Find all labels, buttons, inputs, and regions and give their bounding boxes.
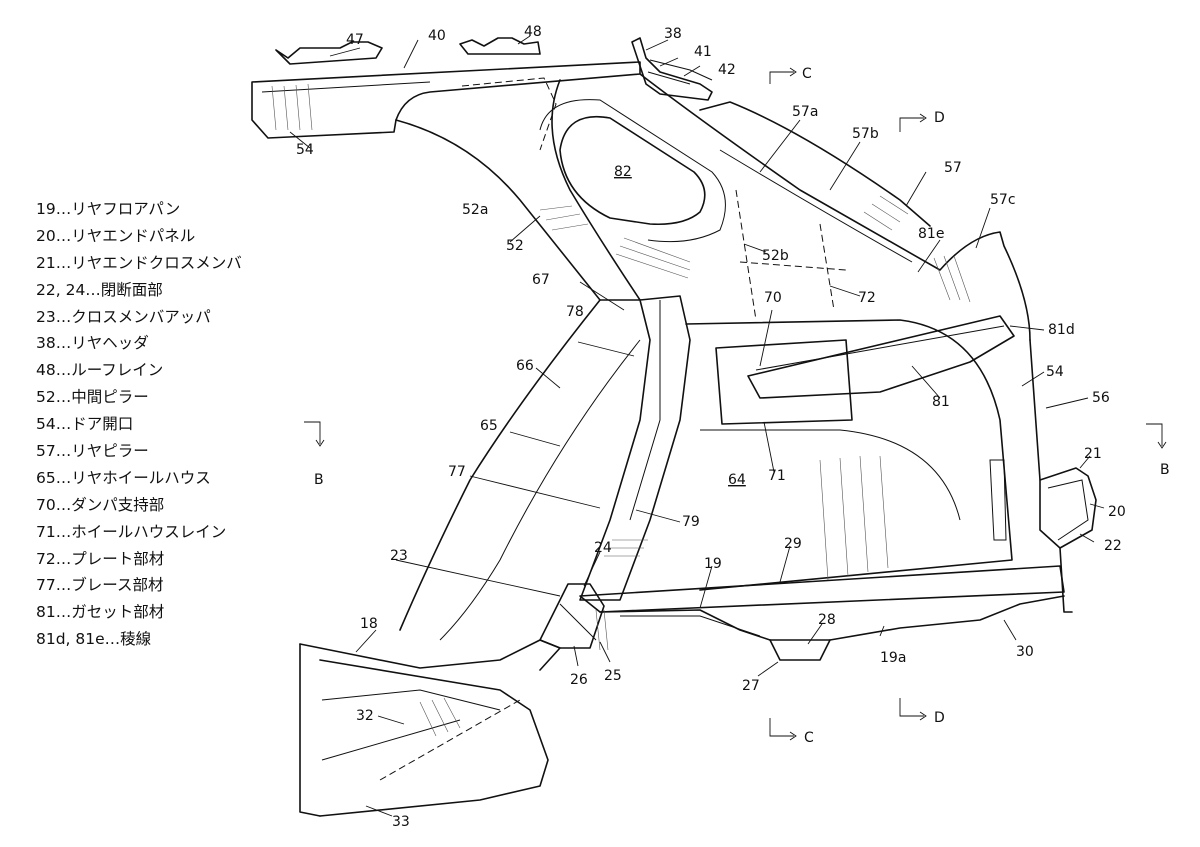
label-81: 81	[932, 394, 950, 410]
label-33: 33	[392, 814, 410, 830]
label-20: 20	[1108, 504, 1126, 520]
label-29: 29	[784, 536, 802, 552]
label-56: 56	[1092, 390, 1110, 406]
label-81d: 81d	[1048, 322, 1075, 338]
label-72: 72	[858, 290, 876, 306]
legend-item: 72…プレート部材	[36, 549, 165, 568]
label-57a: 57a	[792, 104, 818, 120]
label-57: 57	[944, 160, 962, 176]
rear-wheel-arch	[399, 299, 641, 641]
section-mark-d-bottom: D	[934, 710, 945, 726]
label-19: 19	[704, 556, 722, 572]
legend-item: 65…リヤホイールハウス	[36, 468, 211, 487]
label-22: 22	[1104, 538, 1122, 554]
pillar-opening	[539, 99, 726, 279]
label-71: 71	[768, 468, 786, 484]
legend-item: 38…リヤヘッダ	[36, 334, 149, 353]
legend-item: 20…リヤエンドパネル	[36, 226, 196, 245]
label-79: 79	[682, 514, 700, 530]
label-54-right: 54	[1046, 364, 1064, 380]
wheel-house	[685, 319, 1013, 591]
label-52b: 52b	[762, 248, 789, 264]
brace-member	[579, 295, 691, 601]
label-65: 65	[480, 418, 498, 434]
label-48: 48	[524, 24, 542, 40]
label-26: 26	[570, 672, 588, 688]
legend: 19…リヤフロアパン 20…リヤエンドパネル 21…リヤエンドクロスメンバ 22…	[36, 196, 242, 653]
label-78: 78	[566, 304, 584, 320]
section-marks	[304, 67, 1167, 741]
label-57c: 57c	[990, 192, 1016, 208]
roof-side-rail	[251, 61, 641, 139]
legend-item: 81d, 81e…稜線	[36, 630, 152, 649]
label-18: 18	[360, 616, 378, 632]
legend-item: 81…ガセット部材	[36, 603, 165, 622]
label-64: 64	[728, 472, 746, 488]
legend-item: 57…リヤピラー	[36, 442, 149, 461]
roof-reinforcement-47	[275, 41, 383, 65]
plate-member	[735, 189, 847, 321]
label-19a: 19a	[880, 650, 906, 666]
rear-header	[631, 37, 713, 101]
roof-reinforcement-48	[459, 37, 541, 55]
part-labels: 47 40 48 38 41 42 C D 57a 54 57b 82 57 5…	[296, 24, 1170, 830]
section-mark-b-right: B	[1160, 462, 1170, 478]
label-25: 25	[604, 668, 622, 684]
label-41: 41	[694, 44, 712, 60]
label-21: 21	[1084, 446, 1102, 462]
rear-pillar	[639, 73, 1031, 341]
label-81e: 81e	[918, 226, 944, 242]
intermediate-pillar	[395, 77, 641, 301]
label-67: 67	[532, 272, 550, 288]
legend-item: 71…ホイールハウスレイン	[36, 522, 227, 541]
label-40: 40	[428, 28, 446, 44]
rear-floor-pan	[579, 565, 1065, 641]
label-52a: 52a	[462, 202, 488, 218]
label-54-top: 54	[296, 142, 314, 158]
label-82: 82	[614, 164, 632, 180]
legend-item: 70…ダンパ支持部	[36, 495, 165, 514]
label-23: 23	[390, 548, 408, 564]
section-mark-b-left: B	[314, 472, 324, 488]
spare-tire-well	[769, 639, 831, 661]
label-47: 47	[346, 32, 364, 48]
legend-item: 77…ブレース部材	[36, 576, 164, 595]
label-77: 77	[448, 464, 466, 480]
leader-lines	[289, 35, 1105, 817]
label-27: 27	[742, 678, 760, 694]
label-52: 52	[506, 238, 524, 254]
label-30: 30	[1016, 644, 1034, 660]
rear-side-frame	[299, 639, 561, 817]
section-mark-c-top: C	[802, 66, 812, 82]
label-32: 32	[356, 708, 374, 724]
label-66: 66	[516, 358, 534, 374]
legend-item: 19…リヤフロアパン	[36, 200, 181, 218]
label-57b: 57b	[852, 126, 879, 142]
section-mark-c-bottom: C	[804, 730, 814, 746]
label-38: 38	[664, 26, 682, 42]
legend-item: 48…ルーフレイン	[36, 361, 164, 380]
label-24: 24	[594, 540, 612, 556]
legend-item: 22, 24…閉断面部	[36, 280, 163, 299]
legend-item: 52…中間ピラー	[36, 388, 149, 407]
legend-item: 23…クロスメンバアッパ	[36, 307, 211, 326]
legend-item: 21…リヤエンドクロスメンバ	[36, 253, 242, 272]
label-42: 42	[718, 62, 736, 78]
legend-item: 54…ドア開口	[36, 415, 134, 434]
label-70: 70	[764, 290, 782, 306]
rear-end-panel	[1029, 339, 1097, 613]
label-28: 28	[818, 612, 836, 628]
section-mark-d-top: D	[934, 110, 945, 126]
gusset-member	[747, 315, 1015, 399]
